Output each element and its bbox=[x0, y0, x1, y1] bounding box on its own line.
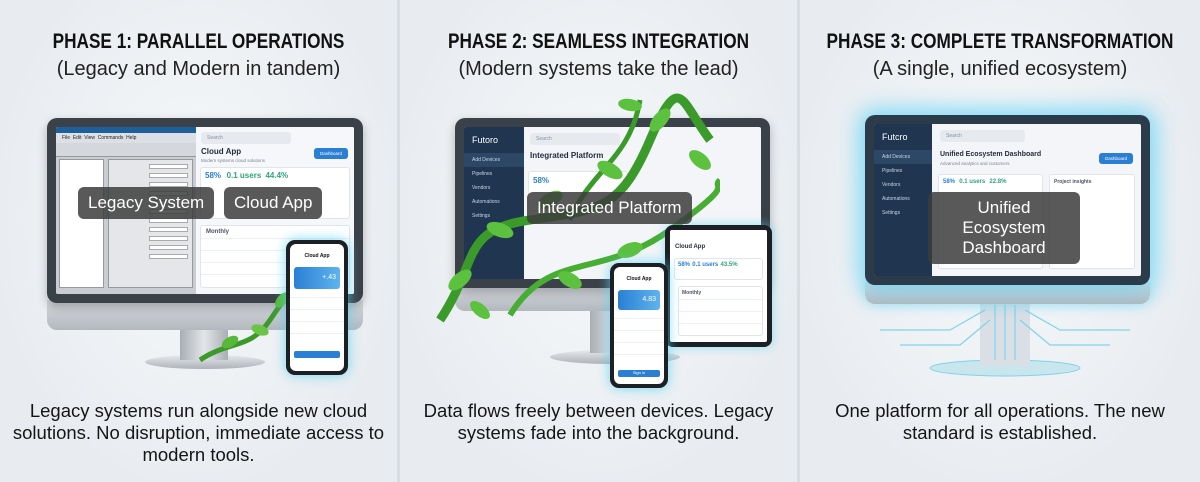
nav-item[interactable]: Vendors bbox=[472, 185, 491, 191]
phase-description: One platform for all operations. The new… bbox=[835, 400, 1165, 443]
monitor-base bbox=[145, 355, 265, 369]
stat-percent: 58% bbox=[943, 179, 956, 185]
circuit-stand-illustration bbox=[880, 300, 1130, 377]
legacy-form bbox=[108, 159, 193, 288]
tablet-title: Cloud App bbox=[675, 244, 706, 250]
stat-growth: 22.8% bbox=[989, 179, 1007, 185]
stat-growth: 44.4% bbox=[265, 171, 289, 180]
menu-edit[interactable]: Edit bbox=[72, 135, 82, 141]
tablet: Cloud App 58% 0.1 users 43.5% Monthly bbox=[665, 225, 772, 347]
search-input[interactable]: Search bbox=[201, 132, 291, 144]
stat-percent: 58% bbox=[678, 262, 691, 268]
legacy-system-label: Legacy System bbox=[78, 187, 215, 219]
phase-1-panel: PHASE 1: PARALLEL OPERATIONS (Legacy and… bbox=[0, 0, 400, 482]
nav-item[interactable]: Settings bbox=[882, 210, 901, 216]
menu-help[interactable]: Help bbox=[126, 135, 137, 141]
phone-value-card: +.43 bbox=[294, 267, 340, 289]
app-logo: Futcro bbox=[882, 132, 908, 142]
phase-title: PHASE 3: COMPLETE TRANSFORMATION bbox=[826, 30, 1174, 53]
phone: Cloud App +.43 bbox=[286, 240, 348, 375]
nav-item[interactable]: Pipelines bbox=[882, 168, 903, 174]
phase-3-panel: PHASE 3: COMPLETE TRANSFORMATION (A sing… bbox=[800, 0, 1200, 482]
unified-dashboard-label: Unified Ecosystem Dashboard bbox=[928, 192, 1080, 264]
page-title: Integrated Platform bbox=[530, 151, 604, 160]
phone: Cloud App 4.83 Sign in bbox=[610, 263, 668, 388]
nav-item[interactable]: Pipelines bbox=[472, 171, 493, 177]
legacy-tree bbox=[59, 159, 104, 288]
phone-title: Cloud App bbox=[304, 253, 330, 259]
sidebar: Futcro Add Devices Pipelines Vendors Aut… bbox=[874, 124, 932, 276]
menu-file[interactable]: File bbox=[62, 135, 71, 141]
nav-item[interactable]: Add Devices bbox=[874, 150, 932, 164]
app-logo: Futoro bbox=[472, 135, 499, 145]
phase-subtitle: (Legacy and Modern in tandem) bbox=[56, 58, 341, 80]
stat-percent: 58% bbox=[205, 171, 222, 180]
menu-view[interactable]: View bbox=[84, 135, 95, 141]
section-title: Monthly bbox=[682, 290, 702, 296]
dashboard-button[interactable]: Dashboard bbox=[1098, 153, 1133, 164]
nav-item[interactable]: Automations bbox=[472, 199, 500, 205]
stat-users: 0.1 users bbox=[692, 262, 719, 268]
phase-description: Legacy systems run alongside new cloud s… bbox=[12, 400, 385, 465]
stat-users: 0.1 users bbox=[226, 171, 262, 180]
legacy-menubar: File Edit View Commands Help bbox=[56, 133, 196, 143]
phase-2-panel: PHASE 2: SEAMLESS INTEGRATION (Modern sy… bbox=[400, 0, 800, 482]
insights-title: Project insights bbox=[1054, 179, 1092, 185]
section-title: Monthly bbox=[206, 229, 229, 235]
stat-percent: 58% bbox=[533, 176, 550, 185]
legacy-toolbar bbox=[56, 143, 196, 157]
phase-description: Data flows freely between devices. Legac… bbox=[423, 400, 774, 443]
nav-item[interactable]: Automations bbox=[882, 196, 910, 202]
phase-subtitle: (Modern systems take the lead) bbox=[458, 58, 739, 80]
nav-item[interactable]: Vendors bbox=[882, 182, 901, 188]
vine-illustration bbox=[436, 93, 720, 323]
cloud-app-label: Cloud App bbox=[224, 187, 323, 219]
cloud-subtitle: Modern systems cloud solutions bbox=[201, 158, 266, 163]
phase-title: PHASE 2: SEAMLESS INTEGRATION bbox=[447, 30, 750, 53]
phase-title: PHASE 1: PARALLEL OPERATIONS bbox=[52, 30, 345, 53]
integrated-platform-label: Integrated Platform bbox=[527, 192, 692, 224]
phase-subtitle: (A single, unified ecosystem) bbox=[872, 58, 1128, 80]
menu-commands[interactable]: Commands bbox=[97, 135, 124, 141]
search-input[interactable]: Search bbox=[530, 133, 620, 145]
search-input[interactable]: Search bbox=[940, 130, 1025, 142]
phone-value-card: 4.83 bbox=[618, 290, 660, 310]
dashboard-button[interactable]: Dashboard bbox=[313, 148, 348, 159]
phone-button[interactable]: Sign in bbox=[618, 370, 660, 377]
page-title: Unified Ecosystem Dashboard bbox=[940, 151, 1042, 158]
stat-users: 0.1 users bbox=[959, 179, 986, 185]
monitor-chin bbox=[865, 282, 1150, 304]
phone-title: Cloud App bbox=[626, 276, 652, 282]
stat-growth: 43.5% bbox=[720, 262, 738, 268]
page-subtitle: Advanced analytics and customers bbox=[940, 161, 1010, 166]
nav-item[interactable]: Add Devices bbox=[464, 153, 524, 167]
nav-item[interactable]: Settings bbox=[472, 213, 491, 219]
cloud-title: Cloud App bbox=[201, 147, 242, 156]
